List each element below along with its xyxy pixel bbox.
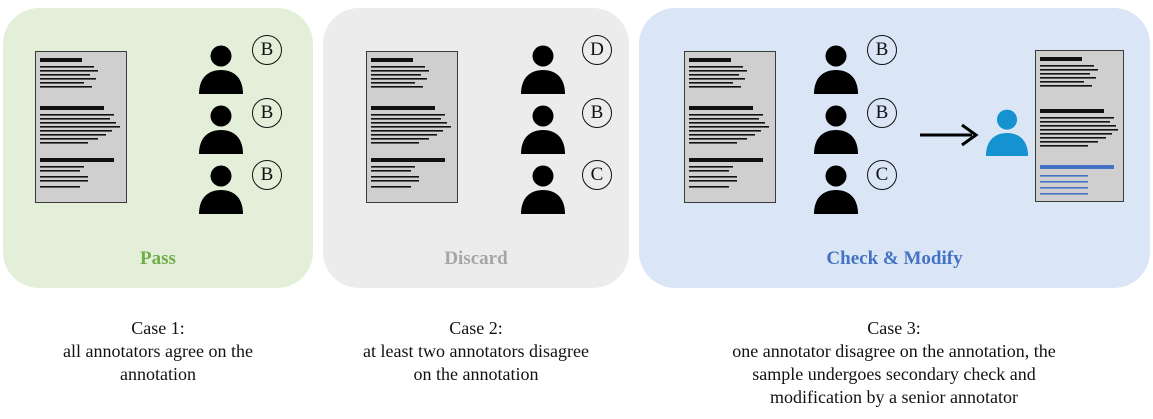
caption-line: Case 3: <box>867 318 921 338</box>
caption-line: sample undergoes secondary check and <box>752 364 1036 384</box>
annotator-icon <box>814 105 858 154</box>
case3-panel: B B C Check & <box>639 8 1150 288</box>
case3-caption: Case 3: one annotator disagree on the an… <box>659 317 1129 409</box>
vote-badge: B <box>252 35 282 65</box>
document-lines <box>689 58 769 188</box>
case1-caption: Case 1: all annotators agree on the anno… <box>8 317 308 386</box>
annotator-icon <box>521 105 565 154</box>
document-lines <box>1040 57 1118 195</box>
document-lines <box>40 58 120 188</box>
vote-badge: C <box>582 160 612 190</box>
annotator-icon <box>814 165 858 214</box>
vote-badge: C <box>867 160 897 190</box>
annotator-icon <box>521 45 565 94</box>
vote-badge: D <box>582 35 612 65</box>
case2-caption: Case 2: at least two annotators disagree… <box>326 317 626 386</box>
caption-line: all annotators agree on the <box>63 341 253 361</box>
case1-label: Pass <box>140 248 176 269</box>
arrow-right-icon <box>920 123 979 147</box>
vote-badge: B <box>582 98 612 128</box>
caption-line: modification by a senior annotator <box>770 387 1018 407</box>
annotator-icon <box>199 165 243 214</box>
document-lines <box>371 58 451 188</box>
case2-panel: D B C Discard <box>323 8 629 288</box>
modified-document-icon <box>1035 50 1124 202</box>
case2-label: Discard <box>444 248 508 269</box>
senior-annotator-icon <box>985 109 1029 156</box>
document-icon <box>366 51 458 203</box>
caption-line: on the annotation <box>413 364 539 384</box>
caption-line: annotation <box>120 364 196 384</box>
case1-panel: B B B Pass <box>3 8 313 288</box>
vote-badge: B <box>252 98 282 128</box>
caption-line: one annotator disagree on the annotation… <box>732 341 1056 361</box>
annotator-icon <box>199 105 243 154</box>
annotator-icon <box>199 45 243 94</box>
caption-line: Case 2: <box>449 318 503 338</box>
annotator-icon <box>521 165 565 214</box>
vote-badge: B <box>867 98 897 128</box>
case3-label: Check & Modify <box>826 248 963 269</box>
vote-badge: B <box>867 35 897 65</box>
document-icon <box>35 51 127 203</box>
document-icon <box>684 51 776 203</box>
vote-badge: B <box>252 160 282 190</box>
caption-line: at least two annotators disagree <box>363 341 589 361</box>
caption-line: Case 1: <box>131 318 185 338</box>
annotator-icon <box>814 45 858 94</box>
